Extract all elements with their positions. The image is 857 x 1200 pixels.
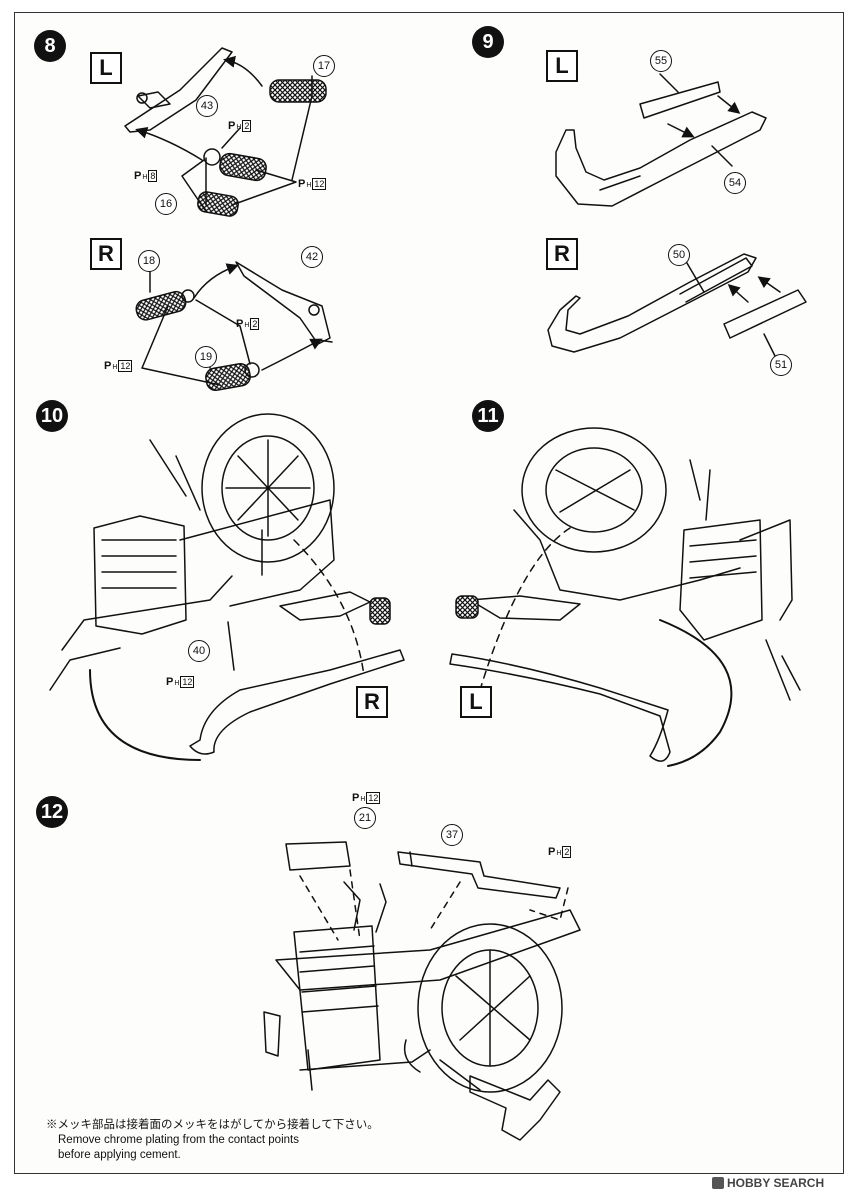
paint-sub: H — [112, 364, 118, 371]
watermark: HOBBY SEARCH — [712, 1176, 824, 1190]
side-marker-right: R — [356, 686, 388, 718]
paint-letter: P — [166, 676, 174, 688]
step-badge-9: 9 — [472, 26, 504, 58]
step12-frame-drawing — [263, 841, 581, 1141]
paint-code: 8 — [148, 170, 158, 182]
part-number-21: 21 — [354, 807, 376, 829]
side-marker-left: L — [460, 686, 492, 718]
paint-letter: P — [352, 792, 360, 804]
paint-code: 12 — [312, 178, 327, 190]
bracket-43-drawing — [124, 47, 233, 133]
part-number-37: 37 — [441, 824, 463, 846]
step10-engine-drawing — [49, 413, 405, 761]
paint-code: 12 — [366, 792, 381, 804]
part-number-50: 50 — [668, 244, 690, 266]
bracket-42-drawing — [235, 261, 333, 345]
side-marker-left: L — [90, 52, 122, 84]
paint-sub: H — [174, 680, 180, 687]
note-japanese: ※メッキ部品は接着面のメッキをはがしてから接着して下さい。 — [46, 1119, 379, 1131]
part-number-55: 55 — [650, 50, 672, 72]
part-number-40: 40 — [188, 640, 210, 662]
part-number-19: 19 — [195, 346, 217, 368]
side-marker-left: L — [546, 50, 578, 82]
paint-code: 2 — [562, 846, 572, 858]
watermark-text: HOBBY SEARCH — [727, 1176, 825, 1190]
part-number-17: 17 — [313, 55, 335, 77]
step11-engine-drawing — [449, 427, 801, 767]
step-badge-10: 10 — [36, 400, 68, 432]
paint-code: 12 — [180, 676, 195, 688]
paint-sub: H — [142, 174, 148, 181]
note-english-line1: Remove chrome plating from the contact p… — [58, 1134, 299, 1146]
paint-letter: P — [228, 120, 236, 132]
paint-letter: P — [298, 178, 306, 190]
part-number-42: 42 — [301, 246, 323, 268]
paint-sub: H — [306, 182, 312, 189]
paint-letter: P — [104, 360, 112, 372]
side-marker-right: R — [90, 238, 122, 270]
part-number-51: 51 — [770, 354, 792, 376]
paint-sub: H — [236, 124, 242, 131]
paint-code: 12 — [118, 360, 133, 372]
hobby-search-logo-icon — [712, 1177, 724, 1189]
part-number-16: 16 — [155, 193, 177, 215]
paint-letter: P — [134, 170, 142, 182]
step-badge-12: 12 — [36, 796, 68, 828]
paint-letter: P — [236, 318, 244, 330]
part-number-18: 18 — [138, 250, 160, 272]
paint-sub: H — [556, 850, 562, 857]
chrome-plating-note: ※メッキ部品は接着面のメッキをはがしてから接着して下さい。 Remove chr… — [46, 1118, 379, 1163]
paint-sub: H — [360, 796, 366, 803]
note-english-line2: before applying cement. — [58, 1149, 181, 1161]
paint-sub: H — [244, 322, 250, 329]
paint-code: 2 — [242, 120, 252, 132]
paint-letter: P — [548, 846, 556, 858]
part-number-54: 54 — [724, 172, 746, 194]
step-badge-11: 11 — [472, 400, 504, 432]
side-marker-right: R — [546, 238, 578, 270]
step-badge-8: 8 — [34, 30, 66, 62]
paint-code: 2 — [250, 318, 260, 330]
part-number-43: 43 — [196, 95, 218, 117]
